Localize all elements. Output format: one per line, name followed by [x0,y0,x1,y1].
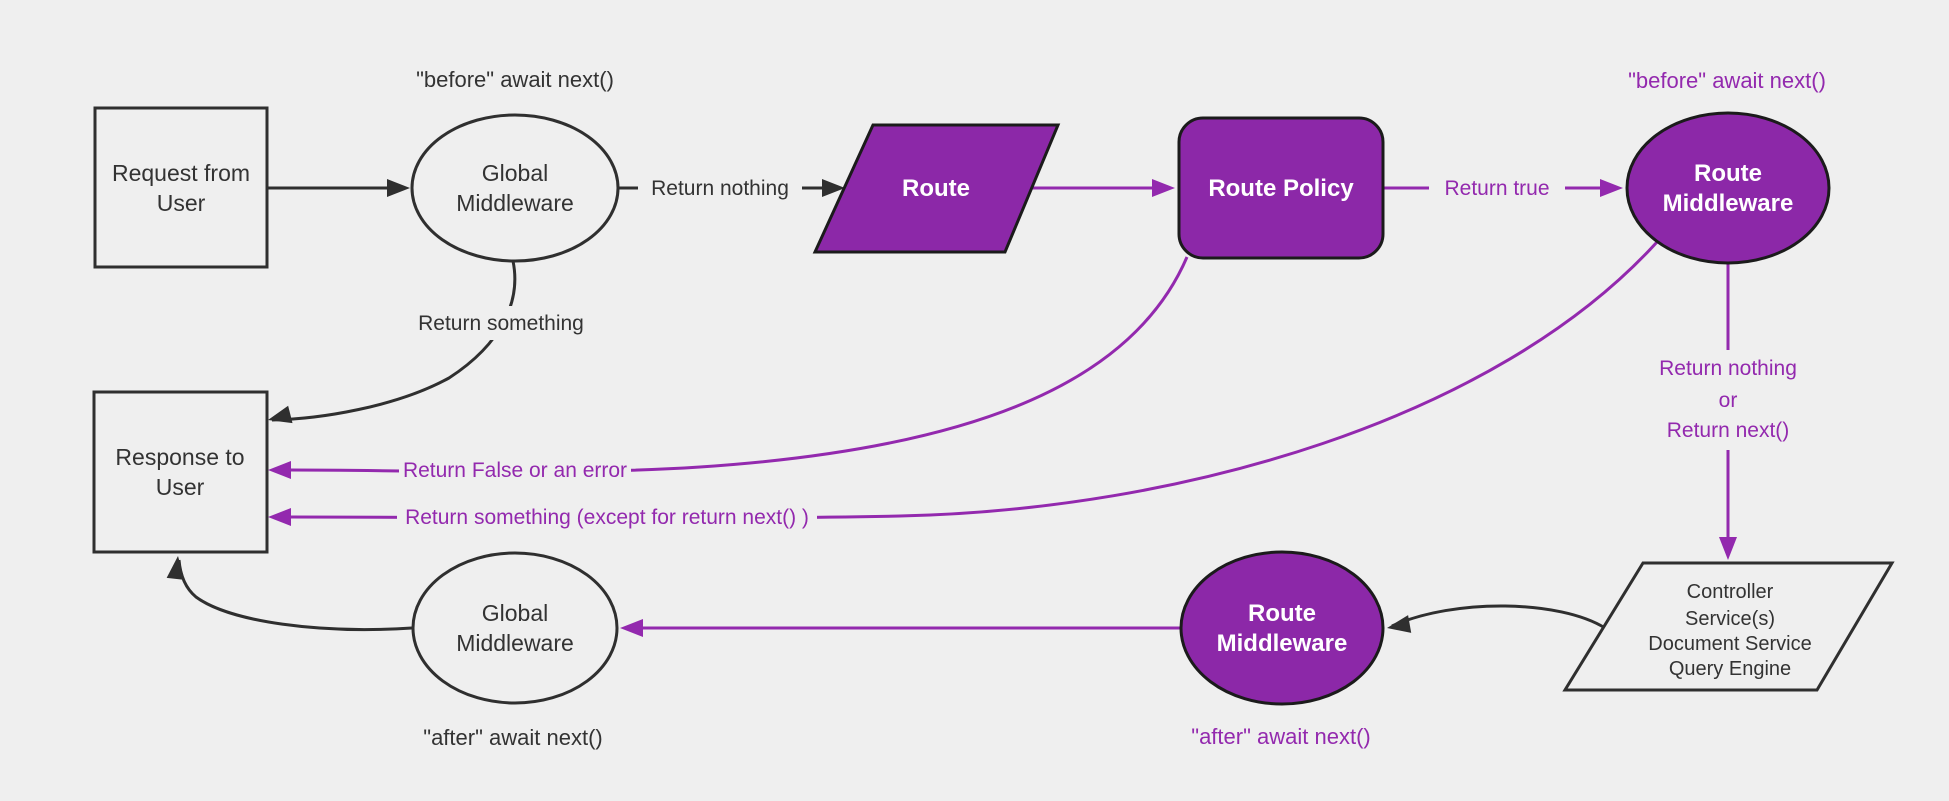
arrowhead-return-false [268,461,291,479]
node-route-policy: Route Policy [1177,116,1385,260]
route-policy-box [1177,116,1385,260]
response-label-line1: Response to [115,444,244,470]
route-middleware-bottom-ellipse [1179,550,1385,706]
annotation-after-route: "after" await next() [1191,724,1370,749]
edge-policy-to-response [289,256,1189,474]
response-box [92,390,269,554]
node-route-middleware-top: Route Middleware [1625,111,1831,265]
label-bg-return-nothing [638,171,802,205]
annotation-after-global: "after" await next() [423,725,602,750]
route-policy-label: Route Policy [1208,175,1354,202]
arrowhead-into-route [822,179,845,197]
services-line2: Service(s) [1685,608,1775,630]
arrowhead-into-policy [1152,179,1175,197]
arrowhead-into-response-top [268,405,293,424]
edge-label-return-nothing: Return nothing [651,177,789,200]
node-services: Controller Service(s) Document Service Q… [1562,561,1895,692]
route-label: Route [902,175,970,202]
route-parallelogram [812,123,1061,254]
arrowhead-into-routemw-bottom [1387,615,1412,633]
node-route: Route [812,123,1061,254]
arrowhead-return-something-except [268,508,291,526]
edge-label-return-nothing-or-line3: Return next() [1667,419,1790,442]
annotation-before-global: "before" await next() [416,67,614,92]
edge-label-return-true: Return true [1444,177,1549,200]
node-route-middleware-bottom: Route Middleware [1179,550,1385,706]
global-middleware-bottom-ellipse [411,551,619,705]
route-middleware-top-line2: Middleware [1663,190,1794,217]
node-global-middleware-bottom: Global Middleware [411,551,619,705]
node-global-middleware-top: Global Middleware [410,113,620,263]
label-bg-return-something-except [397,500,817,534]
edge-label-return-false: Return False or an error [403,459,627,482]
edge-global-bottom-to-response [177,559,413,632]
route-middleware-top-line1: Route [1694,160,1762,187]
edge-label-return-something: Return something [418,312,584,335]
services-line1: Controller [1687,581,1774,603]
label-bg-return-true [1429,171,1565,205]
arrowhead-into-services [1719,537,1737,560]
annotation-before-route: "before" await next() [1628,68,1826,93]
global-middleware-bottom-line2: Middleware [456,630,574,656]
node-request-from-user: Request from User [93,106,269,269]
edge-services-to-routemw-bottom [1391,604,1606,630]
edge-label-return-something-except: Return something (except for return next… [405,506,809,529]
request-label-line1: Request from [112,160,250,186]
arrowhead-into-routemw-top [1600,179,1623,197]
route-middleware-bottom-line1: Route [1248,600,1316,627]
label-bg-return-false [399,453,631,487]
edge-label-return-nothing-or-line1: Return nothing [1659,357,1797,380]
global-middleware-top-line1: Global [482,160,548,186]
services-line3: Document Service [1648,633,1811,655]
global-middleware-top-line2: Middleware [456,190,574,216]
request-box [93,106,269,269]
label-bg-return-nothing-or [1640,350,1816,450]
edge-global-top-to-response [271,260,517,422]
arrowhead-into-global-bottom [620,619,643,637]
node-response-to-user: Response to User [92,390,269,554]
global-middleware-top-ellipse [410,113,620,263]
response-label-line2: User [156,474,205,500]
services-line4: Query Engine [1669,658,1791,680]
services-parallelogram [1562,561,1895,692]
route-middleware-top-ellipse [1625,111,1831,265]
global-middleware-bottom-line1: Global [482,600,548,626]
arrowhead-into-global-top [387,179,410,197]
edge-label-return-nothing-or-line2: or [1719,389,1738,412]
route-middleware-bottom-line2: Middleware [1217,630,1348,657]
arrowhead-into-response-bottom [166,556,185,580]
request-label-line2: User [157,190,206,216]
label-bg-return-something [401,306,601,340]
